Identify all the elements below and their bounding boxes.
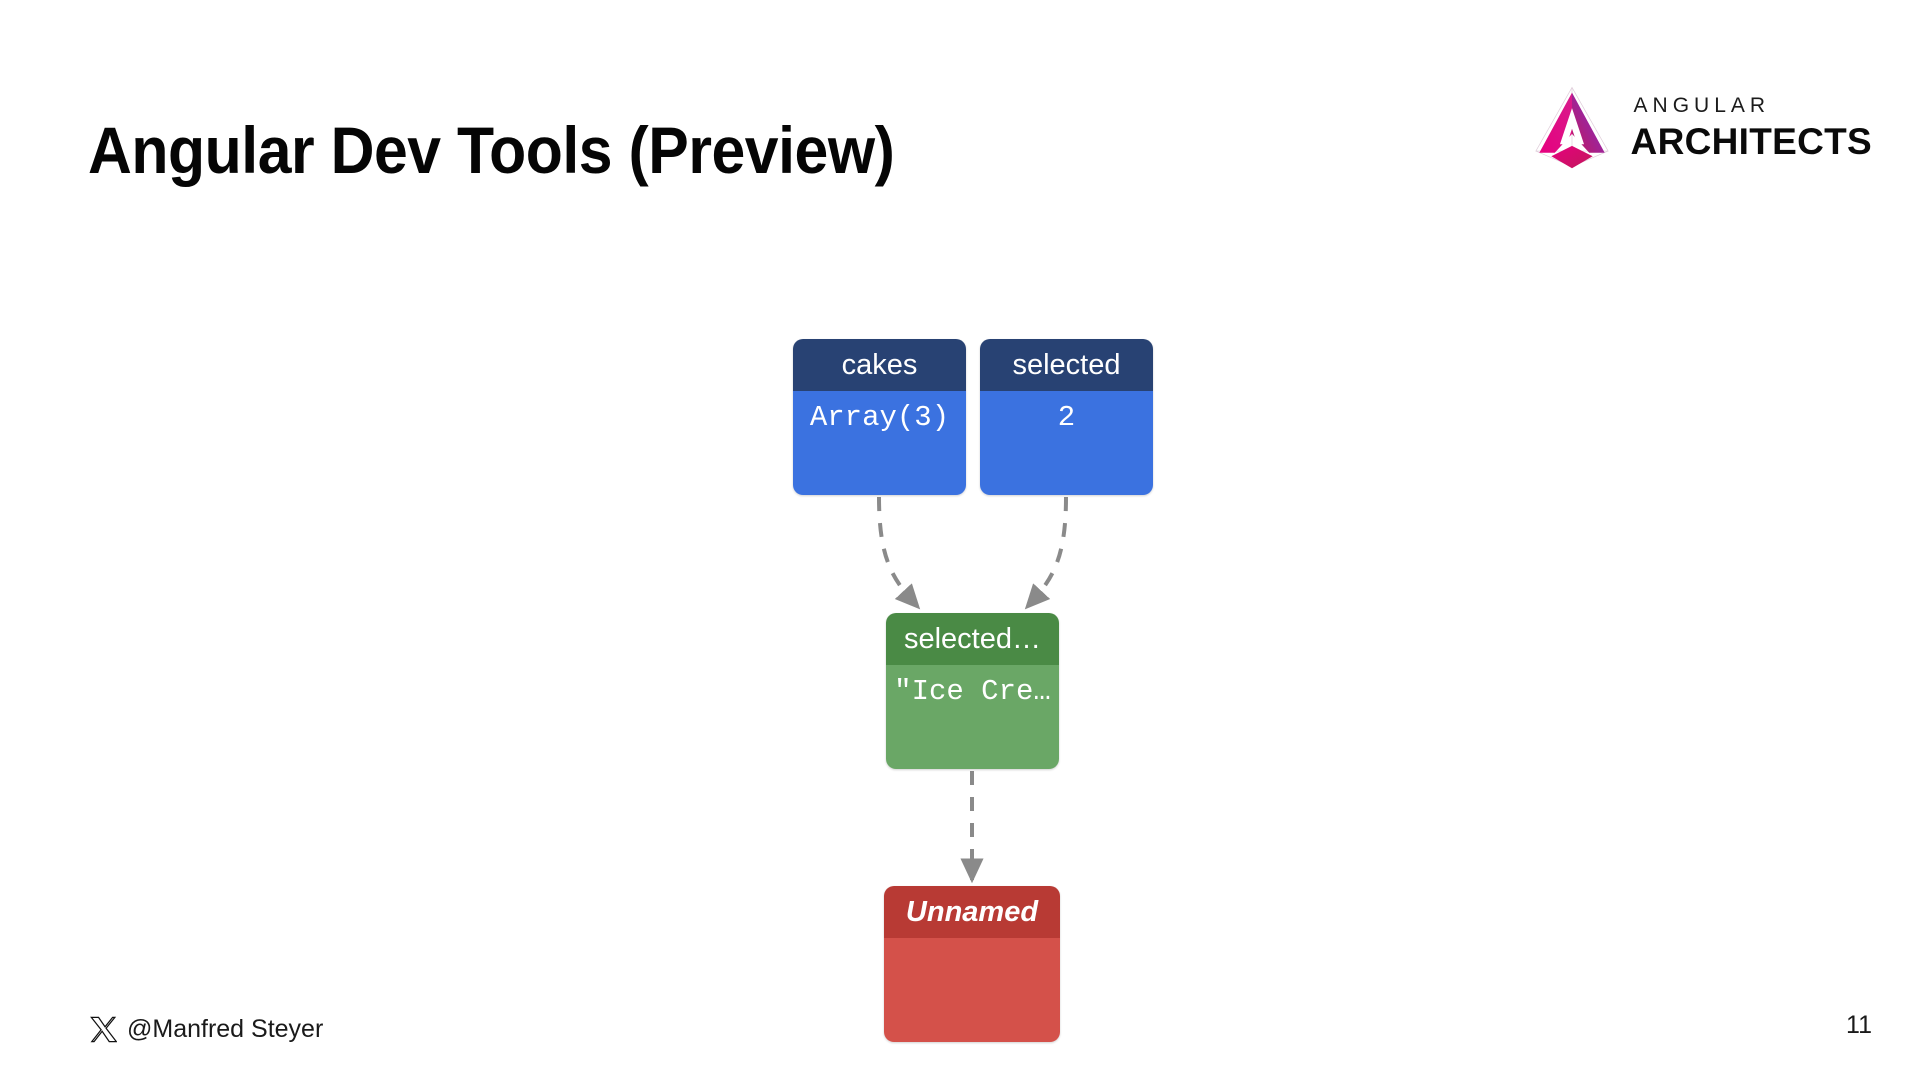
footer-handle-label: @Manfred Steyer [127,1015,324,1043]
graph-node-cakes-header: cakes [793,339,966,391]
graph-node-selected-value: 2 [980,391,1153,495]
graph-node-unnamed-header: Unnamed [884,886,1060,938]
footer-social-handle: @Manfred Steyer [90,1015,323,1044]
graph-node-selected-computed-value: "Ice Cre… [886,665,1059,769]
edge-selected-to-computed [1024,496,1068,610]
brand-line-architects: ARCHITECTS [1630,120,1872,162]
graph-node-cakes-value: Array(3) [793,391,966,495]
graph-node-selected[interactable]: selected 2 [980,339,1153,495]
graph-node-cakes[interactable]: cakes Array(3) [793,339,966,495]
graph-node-selected-header: selected [980,339,1153,391]
graph-node-selected-computed-header: selected… [886,613,1059,665]
page-number: 11 [1846,1011,1872,1039]
edge-cakes-to-computed [877,496,921,610]
angular-architects-logo-icon [1529,84,1615,170]
page-title: Angular Dev Tools (Preview) [88,113,895,187]
graph-node-unnamed[interactable]: Unnamed [884,886,1060,1042]
graph-node-unnamed-value [884,938,1060,1042]
graph-node-selected-computed[interactable]: selected… "Ice Cre… [886,613,1059,769]
brand-logo: ANGULAR ARCHITECTS [1529,84,1872,170]
brand-line-angular: ANGULAR [1633,93,1771,117]
x-twitter-icon [90,1016,117,1043]
